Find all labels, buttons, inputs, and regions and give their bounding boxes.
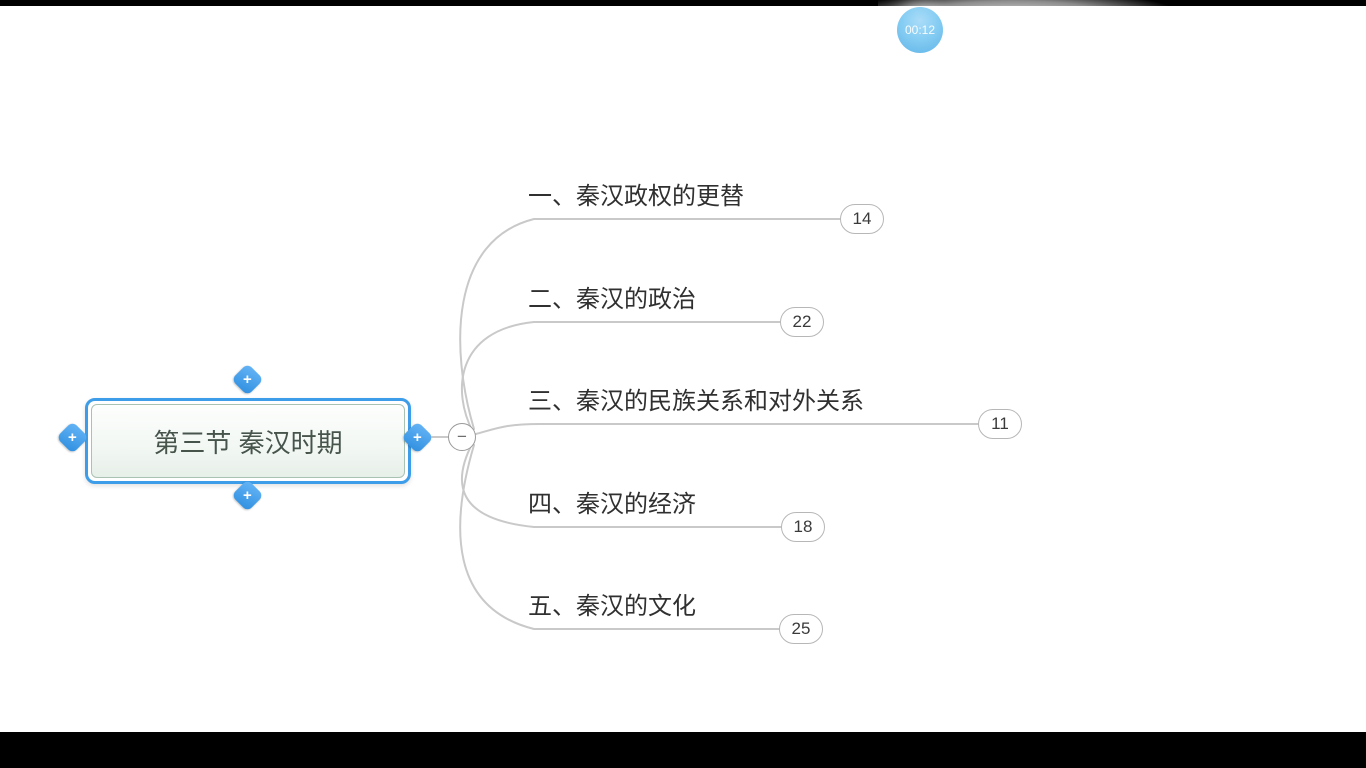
branch-count-badge[interactable]: 18 [781,512,825,542]
plus-icon: + [243,486,252,504]
plus-icon: + [243,370,252,388]
branch-topic-label[interactable]: 五、秦汉的文化 [528,593,696,620]
connector-line [460,441,782,528]
root-topic-label: 第三节 秦汉时期 [91,404,405,478]
connector-line [459,444,780,630]
root-topic[interactable]: 第三节 秦汉时期 + + + + [56,363,434,512]
branch-topic-label[interactable]: 三、秦汉的民族关系和对外关系 [528,388,864,415]
connector-line [459,218,841,430]
plus-icon: + [413,428,422,446]
branch-count-badge[interactable]: 25 [779,614,823,644]
collapse-button[interactable]: − [448,423,476,451]
plus-icon: + [68,428,77,446]
branch-topic-label[interactable]: 一、秦汉政权的更替 [528,183,744,210]
letterbox-top [0,0,1366,6]
letterbox-bottom [0,732,1366,768]
branch-topic-label[interactable]: 四、秦汉的经济 [528,491,696,518]
connector-line [461,321,781,433]
recording-timer[interactable]: 00:12 [897,7,943,53]
branch-topic-label[interactable]: 二、秦汉的政治 [528,286,696,313]
branch-count-badge[interactable]: 14 [840,204,884,234]
branch-count-badge[interactable]: 11 [978,409,1022,439]
connector-line [475,423,979,435]
branch-count-badge[interactable]: 22 [780,307,824,337]
